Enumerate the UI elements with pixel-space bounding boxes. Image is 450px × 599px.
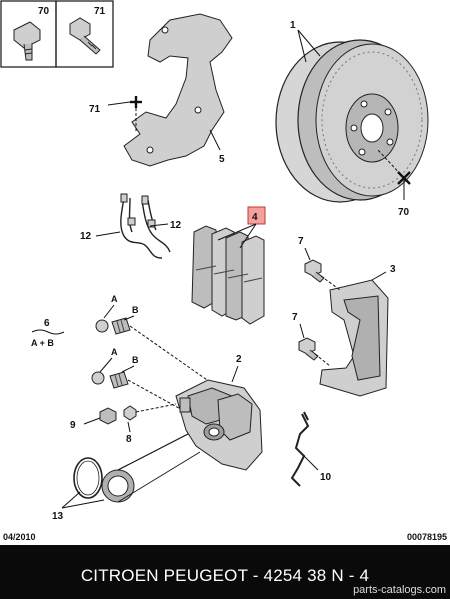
inset-boxes: 70 71 — [0, 0, 114, 68]
label-6: 6 — [44, 318, 50, 329]
label-4: 4 — [252, 212, 258, 223]
label-9: 9 — [70, 420, 76, 431]
disc-screw-marker — [377, 149, 411, 200]
label-A-upper: A — [111, 294, 118, 304]
label-10: 10 — [320, 472, 332, 483]
label-70-inset: 70 — [38, 6, 50, 17]
shield-bolt-marker — [107, 96, 142, 132]
seal-kit-icon — [73, 433, 201, 503]
screw-70-icon — [13, 21, 41, 61]
label-12-right: 12 — [170, 220, 182, 231]
diagram-code: 00078195 — [406, 532, 447, 542]
label-6-sub: A + B — [31, 338, 54, 348]
caliper-bracket-icon — [319, 279, 389, 397]
label-71: 71 — [89, 104, 101, 115]
splash-shield-icon — [123, 13, 233, 167]
label-70: 70 — [398, 207, 410, 218]
label-3: 3 — [390, 264, 396, 275]
pads-highlight-box — [247, 206, 266, 225]
bracket-bolt-upper-icon — [304, 259, 341, 291]
label-2: 2 — [236, 354, 242, 365]
label-8: 8 — [126, 434, 132, 445]
guide-pin-lower-icon — [91, 371, 187, 413]
label-1: 1 — [290, 20, 296, 31]
label-12-left: 12 — [80, 231, 92, 242]
brake-disc-icon — [275, 39, 429, 203]
footer-title: CITROEN PEUGEOT - 4254 38 N - 4 — [80, 566, 370, 585]
label-7-lower: 7 — [292, 312, 298, 323]
footer-bar: CITROEN PEUGEOT - 4254 38 N - 4 parts-ca… — [0, 545, 450, 599]
label-13: 13 — [52, 511, 64, 522]
wear-sensors-icon — [120, 193, 171, 259]
brake-caliper-icon — [175, 379, 263, 471]
label-B-upper: B — [132, 305, 139, 315]
label-7-upper: 7 — [298, 236, 304, 247]
diagram-date: 04/2010 — [3, 532, 36, 542]
bracket-bolt-lower-icon — [298, 337, 331, 367]
spring-clip-icon — [290, 411, 310, 487]
brake-pads-icon — [191, 225, 265, 325]
bleed-screw-icon — [123, 403, 177, 421]
bolt-71-icon — [69, 17, 101, 55]
label-B-lower: B — [132, 355, 139, 365]
label-5: 5 — [219, 154, 225, 165]
label-71-inset: 71 — [94, 6, 106, 17]
brake-exploded-diagram: 70 71 5 71 — [0, 0, 429, 522]
label-A-lower: A — [111, 347, 118, 357]
watermark: parts-catalogs.com — [353, 584, 446, 596]
dust-cap-icon — [99, 407, 117, 425]
guide-pin-upper-icon — [95, 317, 211, 383]
